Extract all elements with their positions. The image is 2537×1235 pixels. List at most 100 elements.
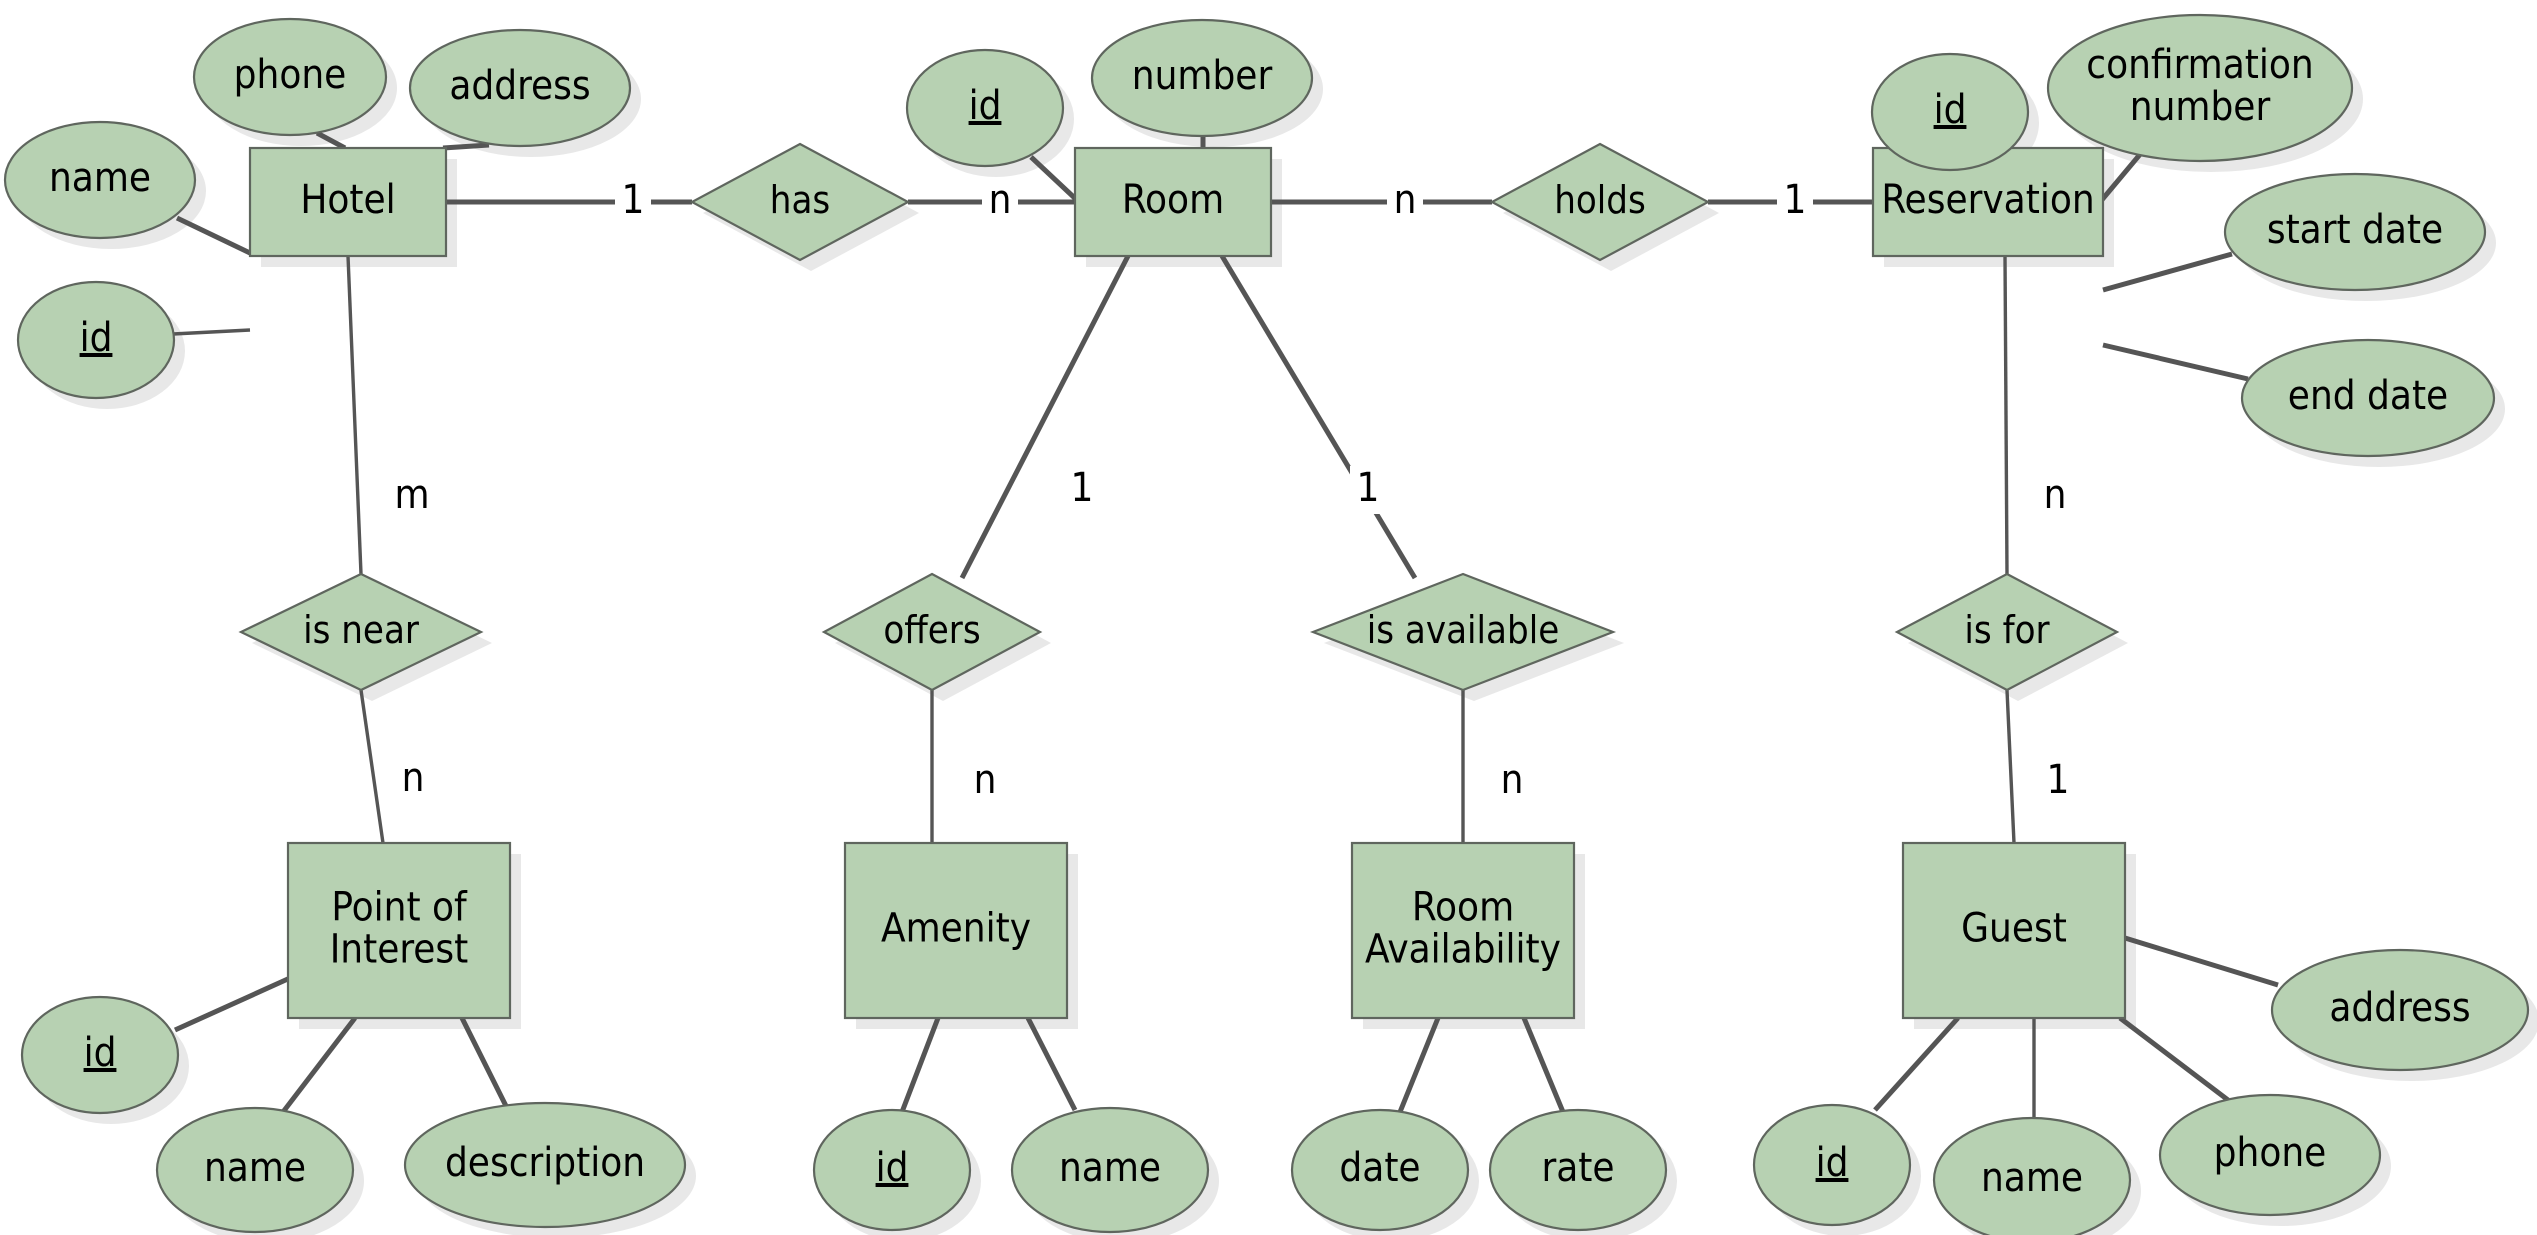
shape-label: address	[2329, 985, 2470, 1031]
relationship-diamond[interactable]	[1309, 572, 1617, 692]
relationship-offers[interactable]: offers	[821, 572, 1043, 692]
cardinality-label: n	[974, 757, 997, 803]
attribute-hotel-address[interactable]: address	[408, 28, 632, 148]
attribute-res-id[interactable]: id	[1870, 52, 2030, 172]
shape-label: id	[1934, 87, 1967, 133]
cardinality-card-offers-amen: n	[967, 757, 1003, 806]
attribute-ellipse[interactable]	[2270, 948, 2530, 1072]
relationship-diamond[interactable]	[821, 572, 1043, 692]
attribute-ellipse[interactable]	[1010, 1106, 1210, 1234]
attribute-poi-name[interactable]: name	[155, 1106, 355, 1234]
cardinality-card-room-isavail: 1	[1350, 465, 1386, 514]
cardinality-backdrop	[1387, 178, 1423, 226]
connection-line-c-room-id	[1029, 155, 1082, 205]
attribute-ellipse[interactable]	[2046, 13, 2354, 163]
connection-line-c-amen-id	[899, 1017, 941, 1113]
attribute-ellipse[interactable]	[2158, 1093, 2382, 1217]
attribute-ra-rate[interactable]: rate	[1488, 1108, 1668, 1232]
shape-label: id	[84, 1030, 117, 1076]
attribute-ellipse[interactable]	[2223, 172, 2487, 292]
attribute-ellipse[interactable]	[1870, 52, 2030, 172]
entity-box[interactable]	[843, 841, 1069, 1020]
entity-box[interactable]	[1901, 841, 2127, 1020]
connection-line-c-hotel-name	[175, 215, 252, 256]
entity-box[interactable]	[286, 841, 512, 1020]
cardinality-backdrop	[2037, 473, 2073, 521]
attribute-ellipse[interactable]	[1290, 1108, 1470, 1232]
attribute-ellipse[interactable]	[20, 995, 180, 1115]
attribute-guest-id[interactable]: id	[1752, 1103, 1912, 1227]
attribute-ellipse[interactable]	[3, 120, 197, 240]
cardinality-label: n	[2044, 472, 2067, 518]
attribute-ellipse[interactable]	[1752, 1103, 1912, 1227]
attribute-ellipse[interactable]	[192, 17, 388, 137]
connection-layer	[172, 130, 2279, 1118]
attribute-res-end[interactable]: end date	[2240, 338, 2496, 458]
attribute-amen-name[interactable]: name	[1010, 1106, 1210, 1234]
entity-room[interactable]: Room	[1073, 146, 1273, 258]
entity-box[interactable]	[1871, 146, 2105, 258]
cardinality-backdrop	[967, 758, 1003, 806]
attribute-poi-desc[interactable]: description	[403, 1101, 687, 1229]
entity-box[interactable]	[1073, 146, 1273, 258]
shape-label: start date	[2267, 207, 2443, 253]
attribute-hotel-phone[interactable]: phone	[192, 17, 388, 137]
attribute-guest-address[interactable]: address	[2270, 948, 2530, 1072]
attribute-ellipse[interactable]	[905, 48, 1065, 168]
attribute-ellipse[interactable]	[408, 28, 632, 148]
attribute-guest-name[interactable]: name	[1932, 1116, 2132, 1235]
connection-line-c-isnear-poi	[359, 689, 385, 844]
shape-label: description	[445, 1140, 645, 1186]
relationship-is_for[interactable]: is for	[1894, 572, 2120, 692]
attribute-res-start[interactable]: start date	[2223, 172, 2487, 292]
cardinality-backdrop	[1777, 178, 1813, 226]
entity-amenity[interactable]: Amenity	[843, 841, 1069, 1020]
connection-line-c-guest-id	[1873, 1016, 1960, 1112]
relationship-diamond[interactable]	[689, 142, 911, 262]
entity-box[interactable]	[248, 146, 448, 258]
attribute-ellipse[interactable]	[1488, 1108, 1668, 1232]
relationship-is_available[interactable]: is available	[1309, 572, 1617, 692]
relationship-is_near[interactable]: is near	[238, 572, 484, 692]
cardinality-backdrop	[982, 178, 1018, 226]
shape-label: is for	[1964, 608, 2050, 652]
connection-line-c-amen-name	[1025, 1016, 1078, 1112]
attribute-ellipse[interactable]	[2240, 338, 2496, 458]
relationship-holds[interactable]: holds	[1489, 142, 1711, 262]
attribute-amen-id[interactable]: id	[812, 1108, 972, 1232]
attribute-ra-date[interactable]: date	[1290, 1108, 1470, 1232]
attribute-ellipse[interactable]	[16, 280, 176, 400]
cardinality-card-room-holds: n	[1387, 177, 1423, 226]
attribute-room-number[interactable]: number	[1090, 18, 1314, 138]
connection-line-c-res-isfor	[2003, 255, 2009, 575]
relationship-has[interactable]: has	[689, 142, 911, 262]
cardinality-backdrop	[2040, 758, 2076, 806]
attribute-guest-phone[interactable]: phone	[2158, 1093, 2382, 1217]
shape-label: id	[876, 1145, 909, 1191]
attribute-ellipse[interactable]	[155, 1106, 355, 1234]
attribute-room-id[interactable]: id	[905, 48, 1065, 168]
attribute-ellipse[interactable]	[812, 1108, 972, 1232]
cardinality-label: n	[402, 755, 425, 801]
cardinality-label: n	[989, 177, 1012, 223]
shape-label: date	[1339, 1145, 1420, 1191]
attribute-ellipse[interactable]	[403, 1101, 687, 1229]
entity-guest[interactable]: Guest	[1901, 841, 2127, 1020]
attribute-poi-id[interactable]: id	[20, 995, 180, 1115]
attribute-ellipse[interactable]	[1090, 18, 1314, 138]
relationship-diamond[interactable]	[1489, 142, 1711, 262]
attribute-hotel-name[interactable]: name	[3, 120, 197, 240]
connection-line-c-guest-phone	[2118, 1016, 2230, 1102]
entity-box[interactable]	[1350, 841, 1576, 1020]
attribute-ellipse[interactable]	[1932, 1116, 2132, 1235]
attribute-hotel-id[interactable]: id	[16, 280, 176, 400]
entity-hotel[interactable]: Hotel	[248, 146, 448, 258]
relationship-diamond[interactable]	[1894, 572, 2120, 692]
shape-label: Reservation	[1881, 177, 2094, 223]
relationship-diamond[interactable]	[238, 572, 484, 692]
entity-reservation[interactable]: Reservation	[1871, 146, 2105, 258]
